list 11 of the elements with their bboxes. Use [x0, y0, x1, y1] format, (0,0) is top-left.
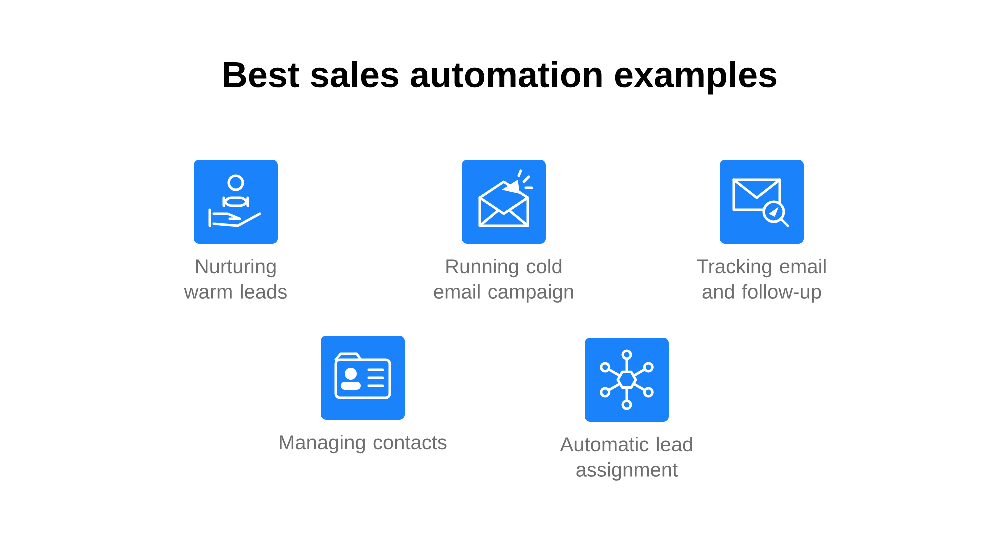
- node-label: Managing contacts: [280, 434, 447, 454]
- icon-tile: [194, 160, 278, 244]
- title: Best sales automation examples: [224, 61, 777, 95]
- node-label: Running cold email campaign: [434, 258, 574, 303]
- node-label: Tracking email and follow-up: [697, 258, 826, 303]
- node-label: Nurturing warm leads: [184, 258, 287, 299]
- icon-tile: [462, 160, 546, 244]
- icon-tile: [720, 160, 804, 244]
- node-label: Automatic lead assignment: [560, 436, 692, 481]
- icon-tile: [321, 336, 405, 420]
- icon-tile: [585, 338, 669, 422]
